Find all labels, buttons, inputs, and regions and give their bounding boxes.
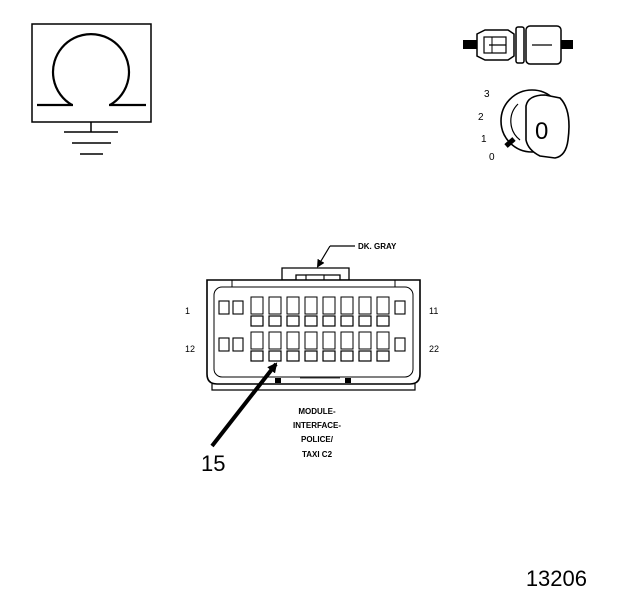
- ignition-position-0: 0: [489, 152, 495, 163]
- ignition-position-3: 3: [484, 89, 490, 100]
- pin-label-12: 12: [185, 344, 195, 354]
- ignition-key-label: 0: [535, 118, 548, 145]
- connector-name-line-2: INTERFACE-: [293, 421, 341, 430]
- connector-name-line-3: POLICE/: [301, 435, 334, 444]
- corner-post: [218, 300, 406, 352]
- ohmmeter-ground-symbol-icon: [31, 23, 152, 155]
- connector-plug-icon: [463, 25, 573, 65]
- connector-name-line-1: MODULE-: [298, 407, 336, 416]
- ignition-position-1: 1: [481, 134, 487, 145]
- connector-name-line-4: TAXI C2: [302, 450, 333, 459]
- connector-color-label: DK. GRAY: [358, 242, 397, 251]
- ignition-position-2: 2: [478, 112, 484, 123]
- pin-label-1: 1: [185, 306, 190, 316]
- connector-name: MODULE- INTERFACE- POLICE/ TAXI C2: [293, 407, 341, 459]
- ignition-key-switch-icon: 3 2 1 0 0: [478, 89, 570, 163]
- pin-callout-number: 15: [201, 451, 225, 476]
- pin-label-11: 11: [429, 306, 438, 316]
- cavity-row-bottom: [250, 331, 390, 362]
- color-callout: DK. GRAY: [316, 242, 397, 268]
- connector-face: [206, 267, 421, 391]
- pin-label-22: 22: [429, 344, 439, 354]
- figure-number: 13206: [526, 566, 587, 591]
- cavity-row-top: [250, 296, 390, 327]
- pin-callout: 15: [201, 362, 278, 476]
